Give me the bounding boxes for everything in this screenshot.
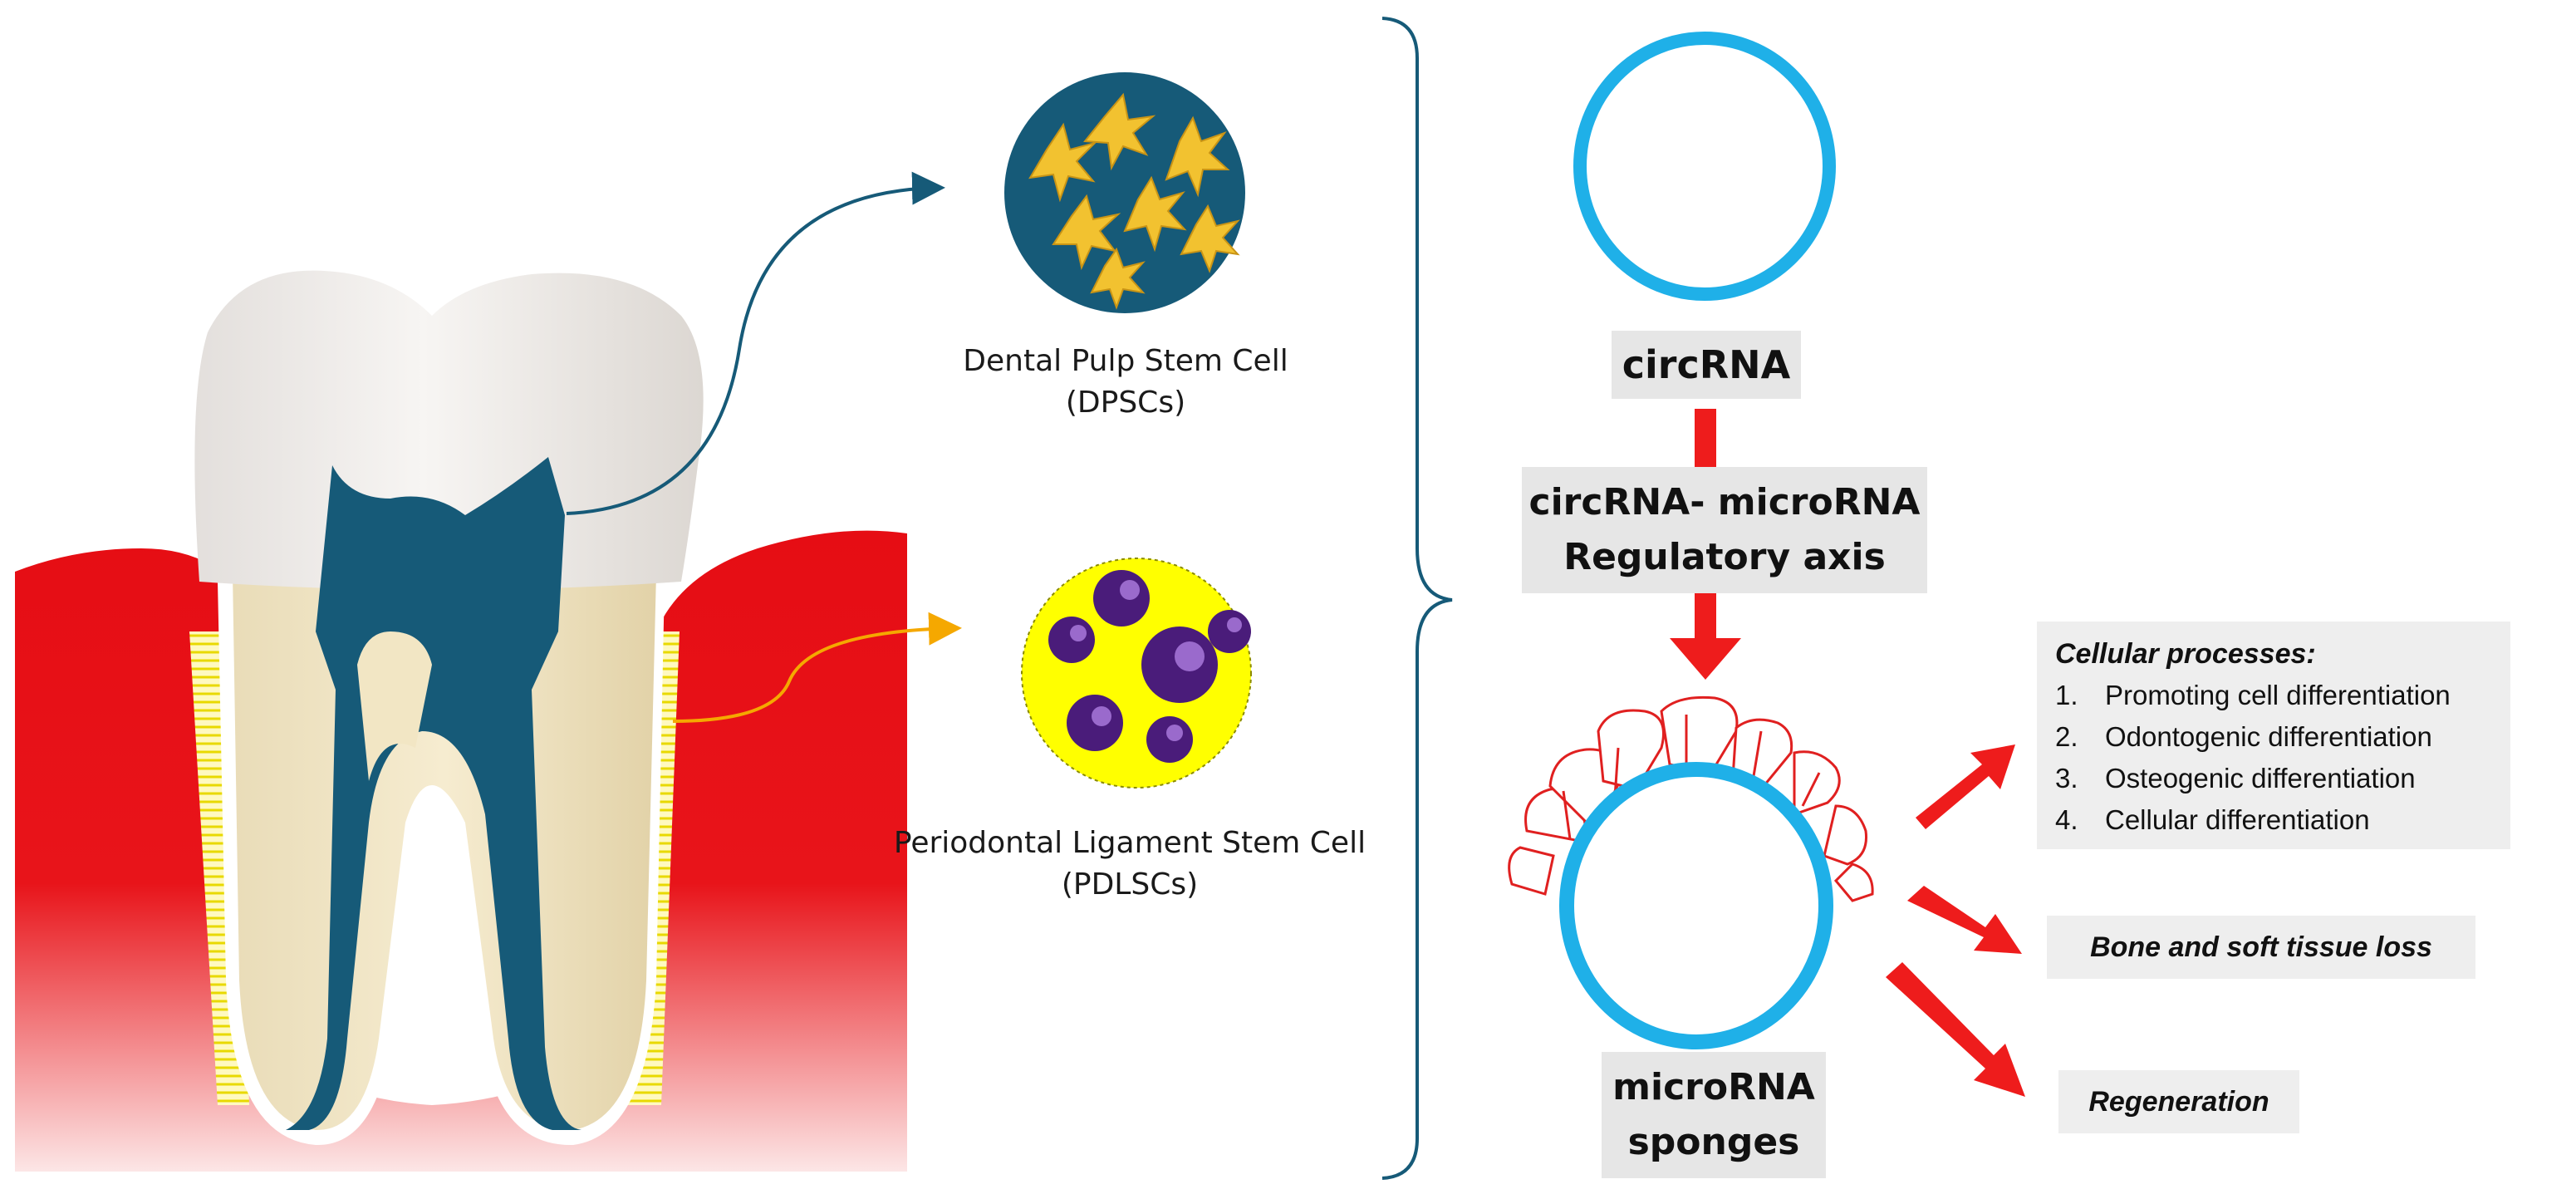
pdlsc-connector-arrow <box>672 612 962 723</box>
tooth-illustration <box>15 270 907 1172</box>
dpsc-connector-arrow <box>566 171 945 515</box>
regeneration-label: Regeneration <box>2088 1086 2269 1118</box>
regulatory-axis-box: circRNA- microRNA Regulatory axis <box>1522 467 1927 593</box>
axis-line-2: Regulatory axis <box>1563 536 1886 578</box>
cellular-processes-box: Cellular processes: 1.Promoting cell dif… <box>2037 622 2510 849</box>
red-down-arrow-1 <box>1695 409 1716 467</box>
pdlsc-name: Periodontal Ligament Stem Cell <box>893 826 1367 860</box>
red-down-arrow-2 <box>1670 592 1741 680</box>
process-item: 3.Osteogenic differentiation <box>2055 763 2416 794</box>
processes-title: Cellular processes: <box>2055 638 2316 670</box>
dpsc-abbr: (DPSCs) <box>1065 386 1186 420</box>
dpsc-label: Dental Pulp Stem Cell (DPSCs) <box>914 341 1337 424</box>
bone-loss-label: Bone and soft tissue loss <box>2090 931 2432 963</box>
pdlsc-abbr: (PDLSCs) <box>1061 867 1199 902</box>
bone-loss-box: Bone and soft tissue loss <box>2047 916 2475 979</box>
pdlsc-illustration <box>1021 558 1252 789</box>
sponge-illustration <box>1508 695 1874 1049</box>
axis-line-1: circRNA- microRNA <box>1528 481 1921 523</box>
regeneration-box: Regeneration <box>2058 1070 2299 1133</box>
sponges-box: microRNA sponges <box>1602 1052 1826 1178</box>
arrow-to-processes <box>1916 744 2015 829</box>
process-item: 1.Promoting cell differentiation <box>2055 680 2451 710</box>
process-item: 2.Odontogenic differentiation <box>2055 721 2432 752</box>
dpsc-illustration <box>1004 72 1245 313</box>
process-item: 4.Cellular differentiation <box>2055 804 2370 835</box>
dpsc-name: Dental Pulp Stem Cell <box>963 344 1288 378</box>
arrow-to-bone-loss <box>1907 886 2022 954</box>
grouping-brace <box>1381 17 1453 1180</box>
circrna-label: circRNA <box>1622 342 1791 387</box>
sponge-line-1: microRNA <box>1612 1066 1815 1108</box>
tooth-crown <box>194 270 704 590</box>
arrow-to-regeneration <box>1886 962 2025 1097</box>
root-dentin-inner <box>357 631 432 781</box>
sponge-line-2: sponges <box>1627 1121 1800 1163</box>
circrna-label-box: circRNA <box>1612 331 1801 399</box>
pdlsc-label: Periodontal Ligament Stem Cell (PDLSCs) <box>864 823 1396 906</box>
circrna-ring <box>1573 32 1836 301</box>
pulp-chamber <box>286 457 581 1130</box>
